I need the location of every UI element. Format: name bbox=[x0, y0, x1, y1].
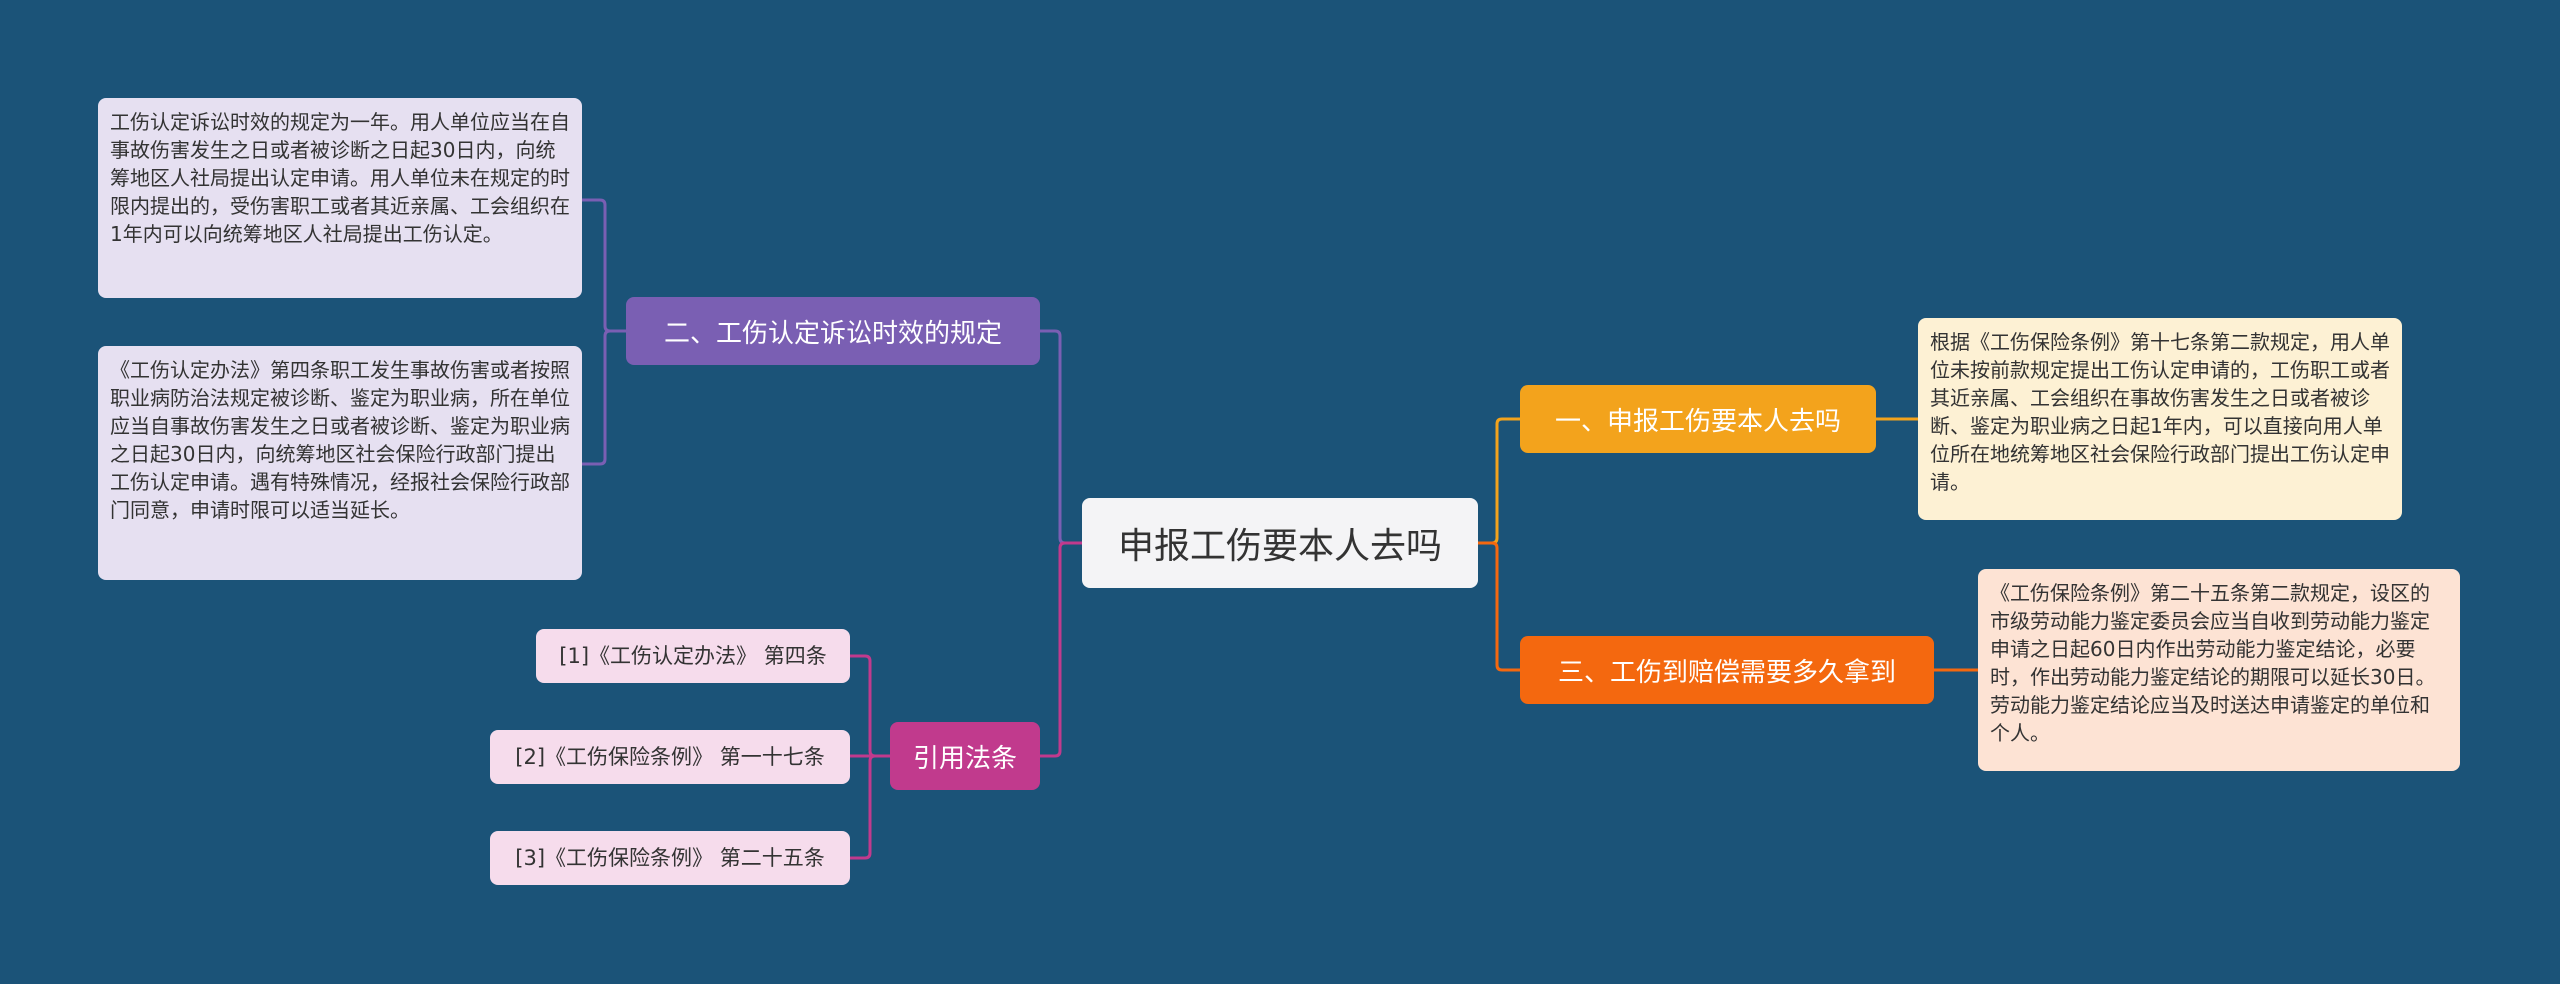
leaf-citation-1-text: [1]《工伤认定办法》 第四条 bbox=[559, 644, 827, 668]
branch-citations-label: 引用法条 bbox=[912, 743, 1017, 774]
link-root-compensation bbox=[1478, 541, 1520, 672]
branch-self-apply-label: 一、申报工伤要本人去吗 bbox=[1554, 406, 1841, 437]
link-citations-leaf3 bbox=[850, 754, 890, 860]
leaf-citation-3[interactable]: [3]《工伤保险条例》 第二十五条 bbox=[490, 831, 850, 885]
leaf-compensation-1-text: 《工伤保险条例》第二十五条第二款规定，设区的市级劳动能力鉴定委员会应当自收到劳动… bbox=[1990, 581, 2436, 745]
link-statute-leaf1 bbox=[582, 198, 626, 333]
branch-self-apply[interactable]: 一、申报工伤要本人去吗 bbox=[1520, 385, 1876, 453]
leaf-self-apply-1[interactable]: 根据《工伤保险条例》第十七条第二款规定，用人单位未按前款规定提出工伤认定申请的，… bbox=[1918, 318, 2402, 520]
root-topic[interactable]: 申报工伤要本人去吗 bbox=[1082, 498, 1478, 588]
root-topic-label: 申报工伤要本人去吗 bbox=[1117, 526, 1442, 567]
leaf-citation-1[interactable]: [1]《工伤认定办法》 第四条 bbox=[536, 629, 850, 683]
link-citations-leaf1 bbox=[850, 654, 890, 758]
leaf-citation-2-text: [2]《工伤保险条例》 第一十七条 bbox=[515, 745, 825, 769]
leaf-statute-2-text: 《工伤认定办法》第四条职工发生事故伤害或者按照职业病防治法规定被诊断、鉴定为职业… bbox=[110, 358, 570, 522]
branch-statute-limitation-label: 二、工伤认定诉讼时效的规定 bbox=[663, 318, 1002, 349]
link-root-self-apply bbox=[1478, 417, 1520, 545]
leaf-citation-2[interactable]: [2]《工伤保险条例》 第一十七条 bbox=[490, 730, 850, 784]
branch-compensation-time-label: 三、工伤到赔偿需要多久拿到 bbox=[1557, 657, 1896, 688]
leaf-statute-2[interactable]: 《工伤认定办法》第四条职工发生事故伤害或者按照职业病防治法规定被诊断、鉴定为职业… bbox=[98, 346, 582, 580]
leaf-statute-1-text: 工伤认定诉讼时效的规定为一年。用人单位应当在自事故伤害发生之日或者被诊断之日起3… bbox=[110, 110, 570, 246]
link-root-statute bbox=[1040, 329, 1082, 545]
branch-compensation-time[interactable]: 三、工伤到赔偿需要多久拿到 bbox=[1520, 636, 1934, 704]
leaf-citation-3-text: [3]《工伤保险条例》 第二十五条 bbox=[515, 846, 825, 870]
link-statute-leaf2 bbox=[582, 329, 626, 466]
link-root-citations bbox=[1040, 541, 1082, 758]
leaf-statute-1[interactable]: 工伤认定诉讼时效的规定为一年。用人单位应当在自事故伤害发生之日或者被诊断之日起3… bbox=[98, 98, 582, 298]
branch-citations[interactable]: 引用法条 bbox=[890, 722, 1040, 790]
leaf-self-apply-1-text: 根据《工伤保险条例》第十七条第二款规定，用人单位未按前款规定提出工伤认定申请的，… bbox=[1930, 330, 2390, 494]
branch-statute-limitation[interactable]: 二、工伤认定诉讼时效的规定 bbox=[626, 297, 1040, 365]
leaf-compensation-1[interactable]: 《工伤保险条例》第二十五条第二款规定，设区的市级劳动能力鉴定委员会应当自收到劳动… bbox=[1978, 569, 2460, 771]
